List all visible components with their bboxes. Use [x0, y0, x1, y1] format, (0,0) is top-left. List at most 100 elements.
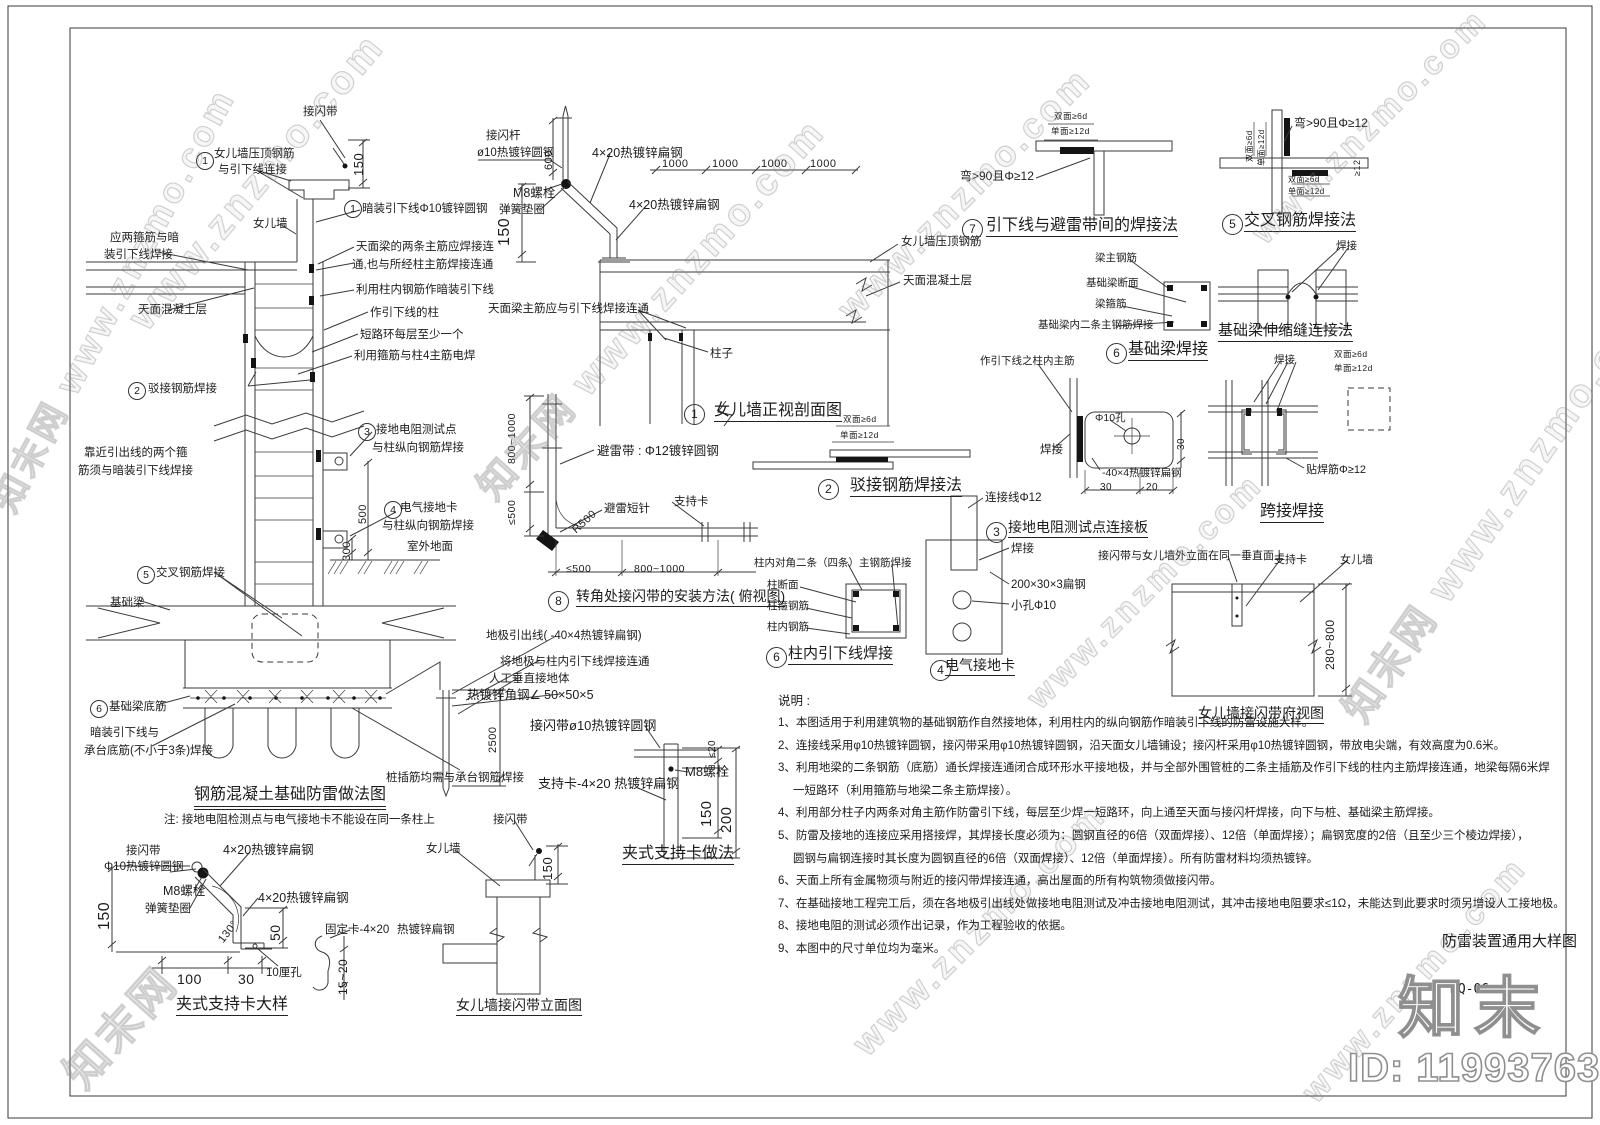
board-weld: 焊接 — [1040, 444, 1063, 456]
sec1-flat-2: 4×20热镀锌扁钢 — [629, 198, 720, 212]
dim-130deg: 130° — [216, 918, 241, 946]
circ-8: 8 — [548, 591, 569, 612]
dim-1000-2: 1000 — [712, 158, 739, 170]
beam-weld-title: 基础梁焊接 — [1128, 341, 1209, 361]
dim-150-sec1: 150 — [496, 217, 513, 246]
corner-title: 转角处接闪带的安装方法( 俯视图) — [576, 588, 786, 607]
drawing-frame — [8, 6, 1592, 1118]
dim-1000-1: 1000 — [662, 158, 689, 170]
circ-5b: 5 — [1222, 214, 1243, 235]
note-item: 9、本图中的尺寸单位均为毫米。 — [778, 942, 946, 955]
support-clip-corner: 支持卡 — [674, 496, 709, 508]
sec1-title: 女儿墙正视剖面图 — [714, 402, 843, 422]
fixing-clip-label-1: 固定卡-4×20 — [325, 924, 390, 936]
dim-r500: R500 — [570, 508, 600, 536]
note-item: 6、天面上所有金属物须与附近的接闪带焊接连通，高出屋面的所有构筑物须做接闪带。 — [778, 875, 1222, 888]
sheet-title: 防雷装置通用大样图 — [1442, 933, 1578, 950]
ground-test-point-2: 与柱纵向钢筋焊接 — [372, 442, 464, 454]
method-m8: M8螺栓 — [685, 764, 730, 779]
splice-dim-1: 双面≥6d — [843, 414, 877, 424]
clip-hole: 小孔Φ10 — [1011, 600, 1056, 612]
test-board-title: 接地电阻测试点连接板 — [1008, 519, 1148, 538]
note-item: 2、连接线采用φ10热镀锌圆钢，接闪带采用φ10热镀锌圆钢，沿天面女儿墙铺设；接… — [778, 739, 1506, 752]
clamp-m8: M8螺栓 — [163, 884, 206, 898]
wall-section-linework — [86, 120, 560, 796]
two-stirrups-2: 装引下线焊接 — [104, 249, 173, 261]
circ-1b: 1 — [344, 200, 362, 218]
bridge-weld-linework — [1208, 362, 1390, 486]
short-circuit-ring: 短路环每层至少一个 — [360, 329, 464, 341]
dim-500-h: ≤500 — [566, 563, 592, 575]
d5-bend: 弯>90且Φ≥12 — [1294, 116, 1368, 130]
manual-vertical-electrode: 人工垂直接地体 — [489, 673, 570, 685]
fixing-clip-label-2: 热镀锌扁钢 — [397, 924, 455, 936]
drawing-number: DQ-06 — [1450, 982, 1490, 997]
note-item: 7、在基础接地工程完工后，须在各地极引出线处做接地电阻测试及冲击接地电阻测试，其… — [778, 897, 1565, 910]
parapet-coping-rebar-2: 与引下线连接 — [218, 164, 287, 176]
roof-beam-downlead: 天面梁主筋应与引下线焊接连通 — [488, 303, 649, 315]
elev-belt: 接闪带 — [493, 814, 528, 826]
rod-label-2: ø10热镀锌圆钢 — [477, 147, 555, 159]
clamp-spring-washer: 弹簧垫圈 — [145, 903, 191, 915]
circ-6b: 6 — [766, 647, 787, 668]
col-section: 柱断面 — [767, 579, 799, 591]
note-item: 4、利用部分柱子内两条对角主筋作防雷引下线，每层至少焊一短路环，向上通至天面与接… — [778, 807, 1440, 820]
foundation-beam-label: 基础梁 — [110, 597, 145, 609]
clip-wire: 连接线Φ12 — [985, 492, 1042, 504]
dim-30b: 30 — [1176, 437, 1187, 450]
circ-3a: 3 — [358, 423, 376, 441]
electric-clip-linework — [926, 496, 1009, 654]
dim-15-20: 15~20 — [336, 958, 350, 995]
method-support: 支持卡-4×20 热镀锌扁钢 — [538, 776, 680, 791]
foundation-beam-weld-linework — [1116, 260, 1210, 330]
dim-50-clamp: 50 — [267, 924, 283, 941]
note-item: 3、利用地梁的二条钢筋（底筋）通长焊接连通闭合成环形水平接地极，并与全部外围管桩… — [778, 762, 1550, 775]
corner-plan-linework — [524, 394, 758, 576]
near-outlet-stirrups-2: 筋须与暗装引下线焊接 — [78, 465, 193, 477]
lightning-belt-12: 避雷带 : Φ12镀锌圆钢 — [597, 444, 719, 458]
galv-angle-steel: 热镀锌角钢∠ 50×50×5 — [467, 688, 594, 702]
near-outlet-stirrups-1: 靠近引出线的两个箍 — [84, 447, 188, 459]
clamp-belt-2: Φ10热镀锌圆钢 — [104, 861, 184, 873]
bridge-rebar: 贴焊筋Φ≥12 — [1306, 464, 1367, 476]
dim-1000-3: 1000 — [761, 158, 788, 170]
dim-100: 100 — [177, 971, 202, 987]
downlead-column: 作引下线的柱 — [370, 307, 439, 319]
electric-ground-clip-1: 电气接地卡 — [400, 502, 458, 514]
dim-280-800: 280~800 — [1323, 619, 1337, 670]
parapet-elev-title: 女儿墙接闪带立面图 — [456, 997, 582, 1016]
parapet-coping-rebar-1: 女儿墙压顶钢筋 — [214, 148, 295, 160]
splice-dim-2: 单面≥12d — [840, 430, 879, 440]
column-rebar-downlead: 利用柱内钢筋作暗装引下线 — [356, 284, 494, 296]
dim-800-1000-h: 800~1000 — [634, 563, 686, 575]
notes-list: 1、本图适用于利用建筑物的基础钢筋作自然接地体，利用柱内的纵向钢筋作暗装引下线的… — [778, 712, 1565, 961]
dim-150-method: 150 — [698, 800, 715, 827]
parapet-plan-linework — [1166, 556, 1352, 696]
pile-rebar-weld: 桩插筋均需与承台钢筋焊接 — [386, 772, 524, 784]
dim-500: 500 — [357, 504, 369, 524]
circ-6a: 6 — [90, 700, 108, 718]
two-stirrups-1: 应两箍筋与暗 — [110, 232, 179, 244]
clip-weld: 焊接 — [1011, 543, 1034, 555]
note-item: 1、本图适用于利用建筑物的基础钢筋作自然接地体，利用柱内的纵向钢筋作暗装引下线的… — [778, 717, 1314, 729]
circ-1a: 1 — [196, 152, 214, 170]
beam-two-rebar: 基础梁内二条主钢筋焊接 — [1038, 319, 1154, 331]
clamp-belt-1: 接闪带 — [126, 845, 161, 857]
foundation-beam-bottom-rebar: 基础梁底筋 — [109, 701, 167, 713]
beam-section: 基础梁断面 — [1086, 277, 1139, 289]
wm-6: 知末网 www.znzmo.com — [1334, 279, 1600, 731]
dim-300: 300 — [341, 541, 353, 561]
beam-stirrup: 梁箍筋 — [1095, 298, 1127, 310]
wm-9: 知末网 — [54, 957, 188, 1098]
dim-150-elev: 150 — [540, 856, 555, 880]
plan-support: 支持卡 — [1274, 554, 1307, 566]
roof-beam-weld-2: 通,也与所经柱主筋焊接连通 — [352, 259, 494, 271]
dim-500-v: ≤500 — [506, 499, 518, 525]
circ-2a: 2 — [128, 382, 146, 400]
d5-dim-2: 单面≥12d — [1257, 129, 1266, 166]
lightning-belt-label: 接闪带 — [303, 106, 338, 118]
board-main-rebar: 作引下线之柱内主筋 — [980, 355, 1075, 367]
notes-block: 说明 : 1、本图适用于利用建筑物的基础钢筋作自然接地体，利用柱内的纵向钢筋作暗… — [778, 690, 1565, 961]
